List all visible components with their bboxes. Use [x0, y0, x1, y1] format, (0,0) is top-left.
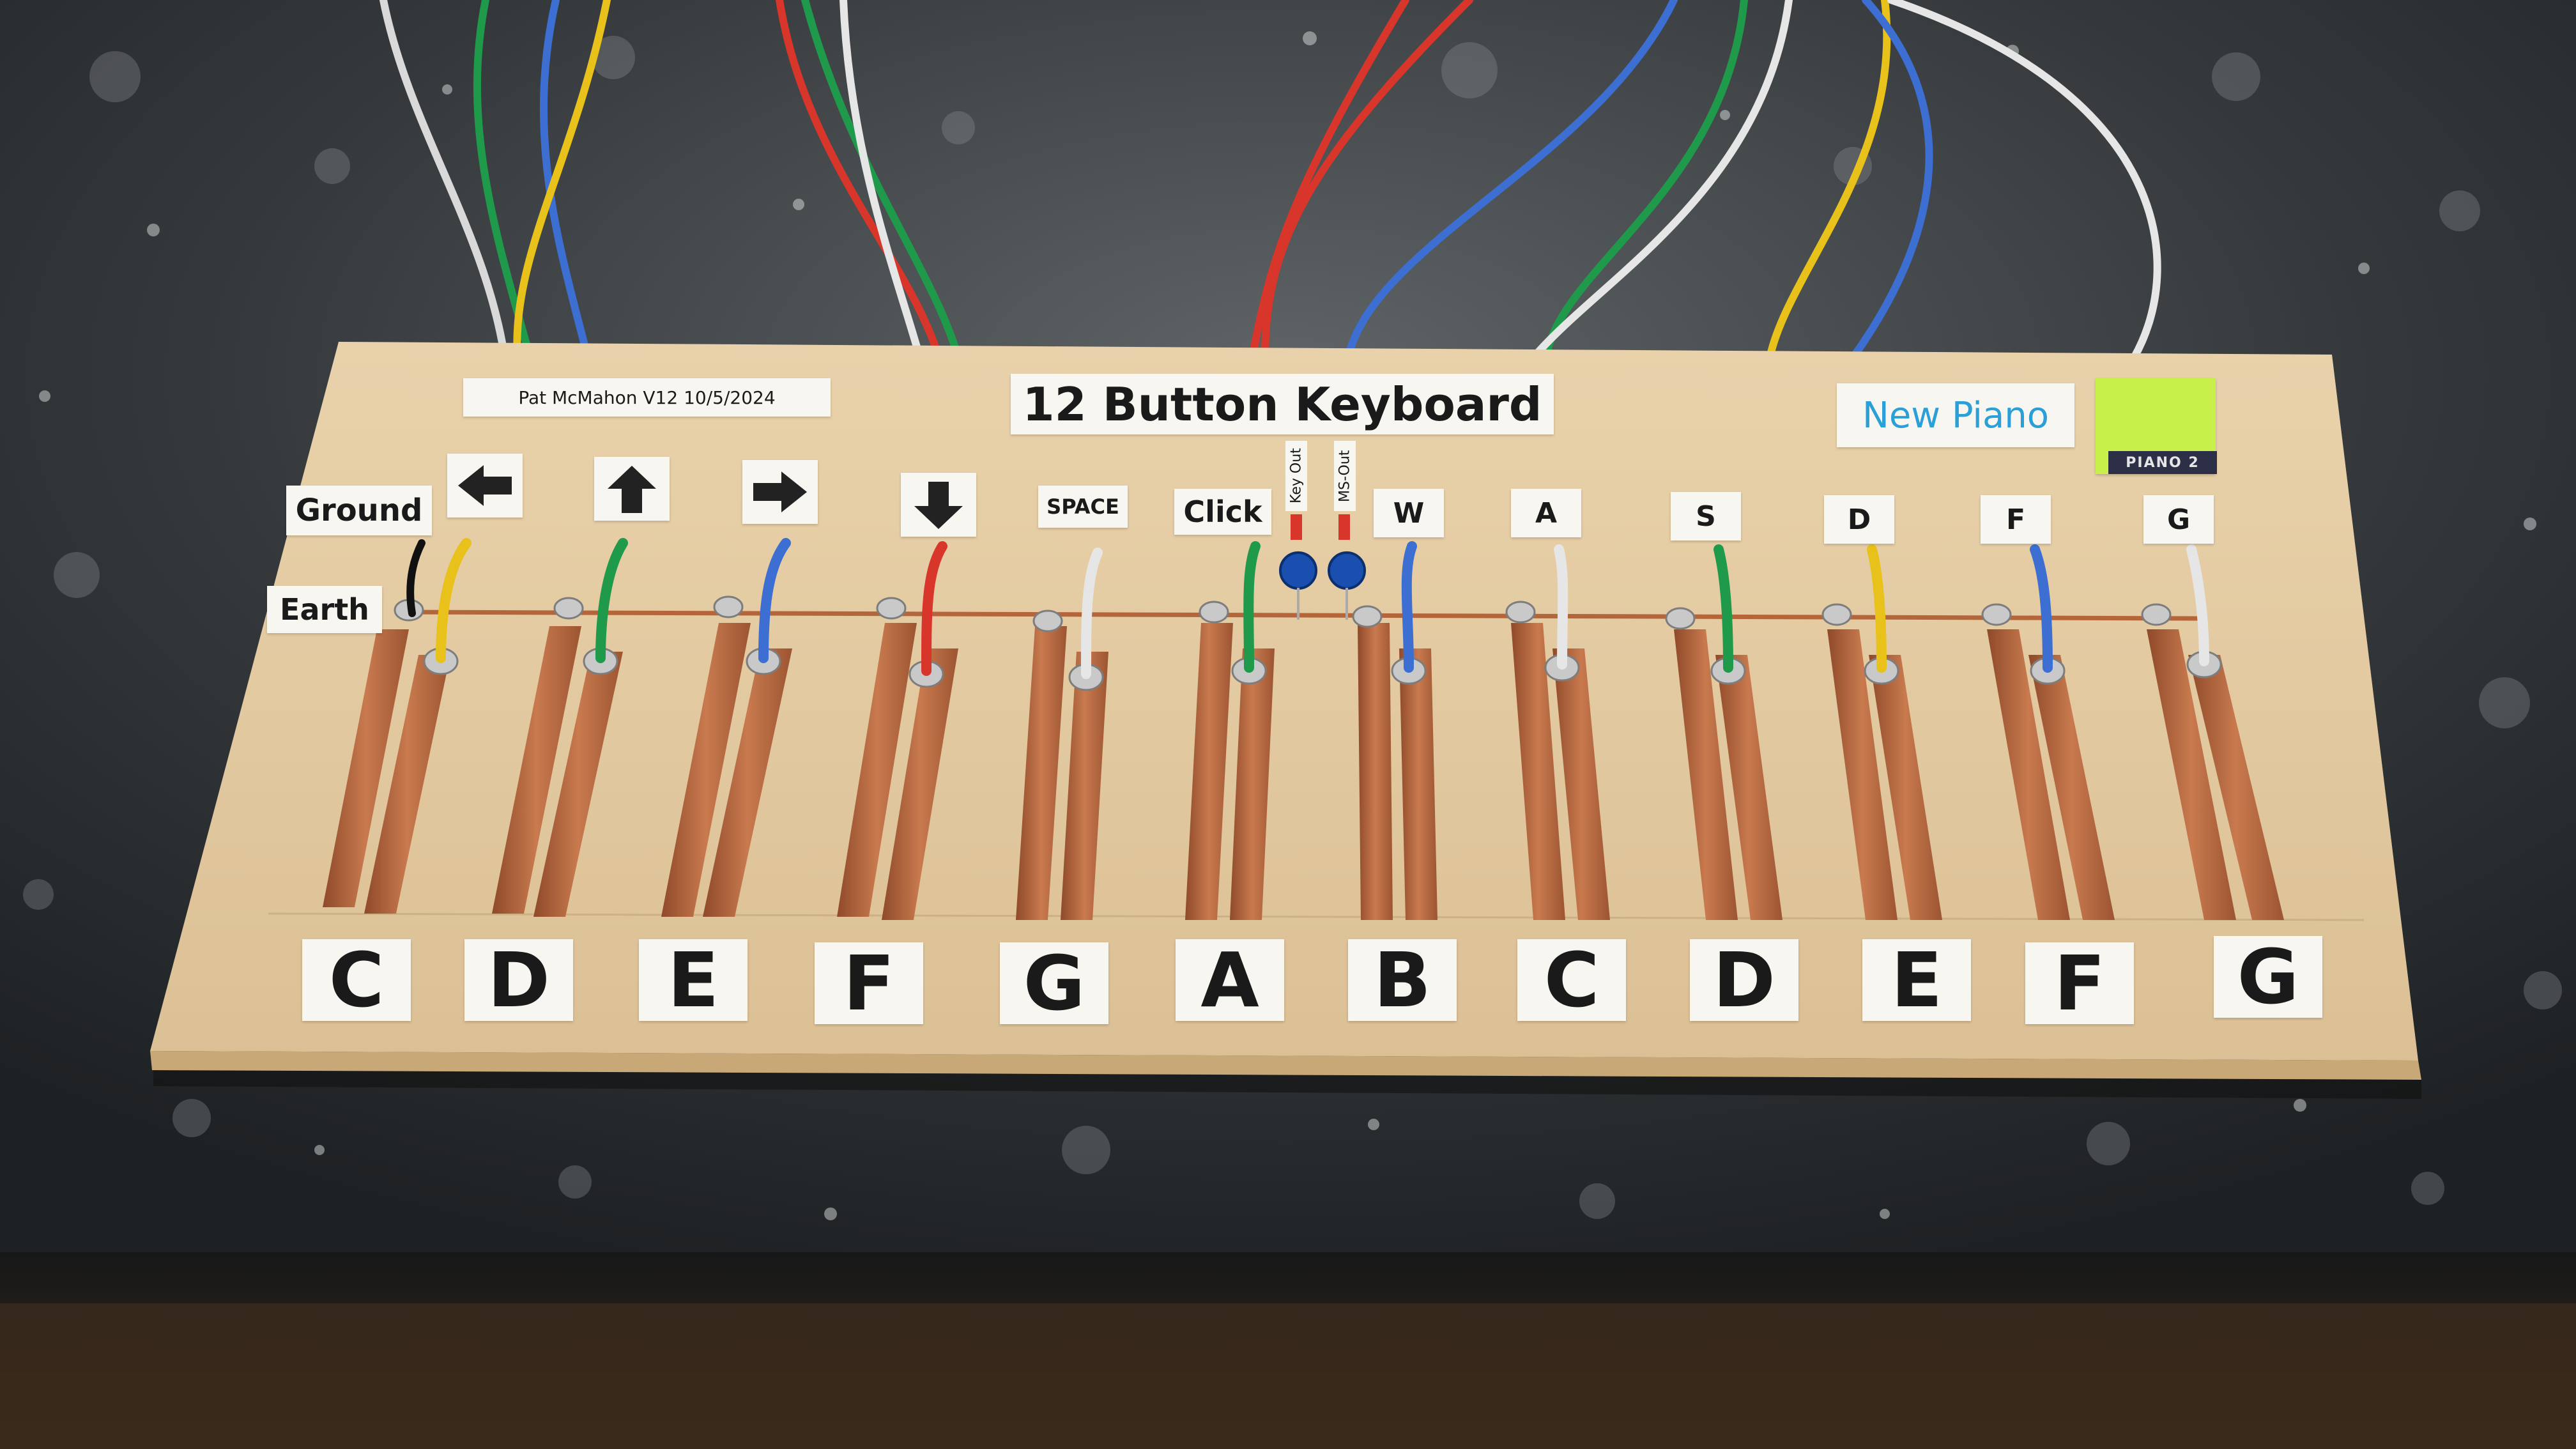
key-wires	[436, 538, 2209, 679]
left-arrow-icon	[458, 465, 512, 506]
ground-label: Ground	[286, 486, 432, 535]
note-label-f1: F	[815, 939, 923, 1027]
led-label-ms-out: MS-Out	[1334, 441, 1356, 511]
down-arrow-icon	[914, 482, 963, 529]
granite-light-flecks	[39, 31, 2536, 1220]
earth-label: Earth	[267, 586, 382, 633]
up-arrow-icon	[608, 466, 656, 513]
note-label-e1: E	[639, 936, 747, 1024]
note-label-d2: D	[1690, 936, 1798, 1024]
jumper-wires	[379, 0, 2161, 362]
note-label-e2: E	[1862, 936, 1971, 1024]
logo-caption: PIANO 2	[2108, 451, 2217, 474]
note-label-c2: C	[1517, 936, 1626, 1024]
led-indicators	[1279, 514, 1366, 620]
board-title: 12 Button Keyboard	[1011, 374, 1554, 434]
copper-pads	[323, 623, 2284, 920]
note-label-b1: B	[1348, 936, 1457, 1024]
note-label-a1: A	[1176, 936, 1284, 1024]
right-arrow-card	[742, 460, 818, 524]
key-hint-g: G	[2143, 495, 2214, 544]
key-hint-click: Click	[1174, 489, 1271, 535]
note-label-f2: F	[2025, 939, 2134, 1027]
up-arrow-card	[594, 457, 670, 521]
right-arrow-icon	[753, 471, 807, 512]
key-hint-a: A	[1511, 489, 1581, 537]
note-label-g2: G	[2214, 933, 2322, 1021]
solder-joints	[394, 595, 2222, 691]
key-hint-f: F	[1981, 495, 2051, 544]
credit-label: Pat McMahon V12 10/5/2024	[463, 378, 831, 417]
granite-speckles	[23, 36, 2562, 1219]
brand-label: New Piano	[1837, 383, 2074, 447]
key-hint-w: W	[1374, 489, 1444, 537]
left-arrow-card	[447, 454, 523, 518]
key-hint-space: SPACE	[1038, 486, 1128, 528]
note-label-d1: D	[464, 936, 573, 1024]
board-front-edge	[150, 1051, 2421, 1080]
board-shadow	[153, 1067, 2421, 1099]
note-label-c1: C	[302, 936, 411, 1024]
note-label-g1: G	[1000, 939, 1108, 1027]
led-label-key-out: Key Out	[1285, 441, 1307, 511]
key-hint-d: D	[1824, 495, 1894, 544]
ground-wire	[406, 539, 425, 617]
down-arrow-card	[901, 473, 976, 537]
key-hint-s: S	[1671, 492, 1741, 540]
